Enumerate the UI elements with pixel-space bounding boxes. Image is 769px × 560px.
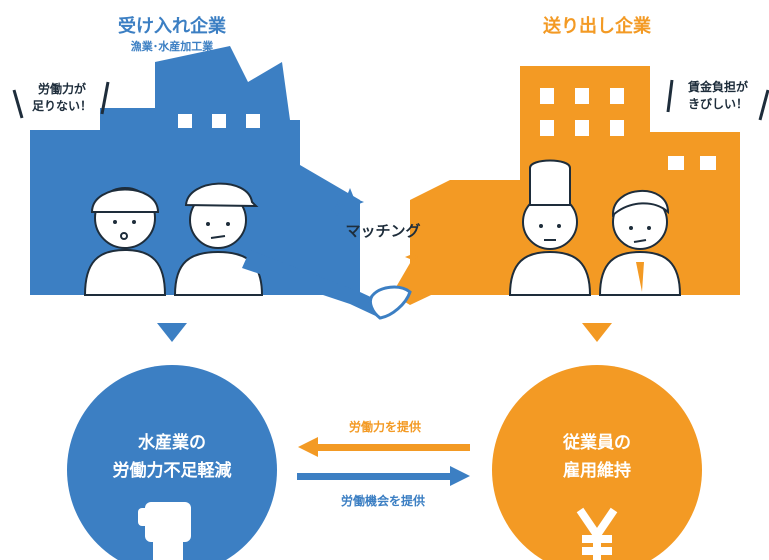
right-circle-line2: 雇用維持: [563, 461, 631, 481]
right-down-triangle: [582, 323, 612, 342]
matching-label: マッチング: [345, 222, 421, 240]
arrow-left-orange: [298, 437, 470, 457]
right-result-circle: [492, 365, 702, 560]
yen-icon: [576, 507, 618, 560]
sparkle-icon: [330, 188, 364, 217]
right-building-windows: [540, 88, 716, 170]
left-bubble-line2: 足りない！: [31, 99, 93, 113]
arrow-bottom-label: 労働機会を提供: [340, 494, 426, 508]
left-circle-line2: 労働力不足軽減: [112, 461, 232, 481]
arrow-top-label: 労働力を提供: [348, 420, 422, 434]
right-worker-suit: [598, 189, 682, 296]
right-worker-chef: [508, 159, 592, 296]
left-bubble-marks: [12, 81, 110, 119]
right-bubble-marks: [666, 79, 769, 121]
left-worker-cap: [83, 187, 167, 296]
fist-icon: [138, 502, 191, 560]
left-result-circle: [67, 365, 277, 560]
left-title: 受け入れ企業: [118, 16, 226, 37]
sparkle-icon-orange: [405, 250, 419, 264]
right-circle-line1: 従業員の: [563, 433, 631, 453]
left-worker-helmet: [173, 182, 264, 296]
right-bubble-line1: 賃金負担が: [687, 80, 749, 94]
right-title: 送り出し企業: [543, 16, 651, 37]
right-bubble-line2: きびしい！: [687, 97, 749, 111]
left-subtitle: 漁業･水産加工業: [130, 40, 214, 53]
left-circle-line1: 水産業の: [138, 433, 206, 453]
left-factory-windows: [178, 114, 260, 128]
handshake-icon: [242, 236, 505, 320]
left-down-triangle: [157, 323, 187, 342]
left-bubble-line1: 労働力が: [37, 82, 87, 96]
arrow-right-blue: [297, 466, 470, 486]
